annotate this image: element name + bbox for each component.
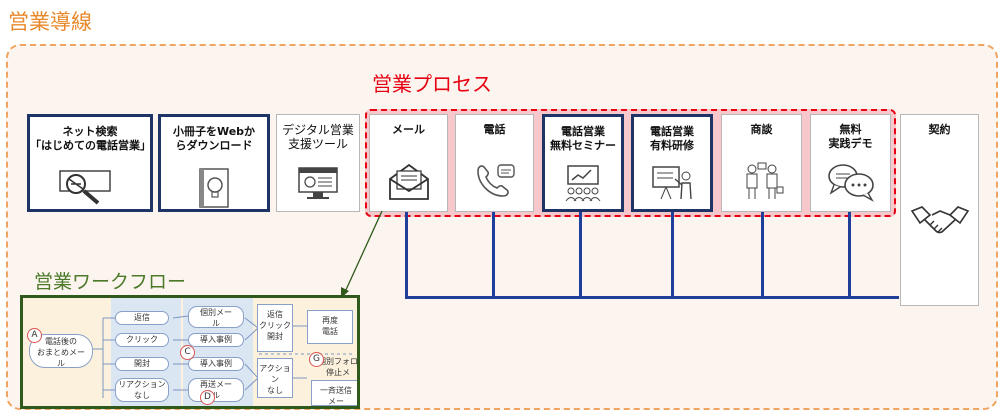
workflow-diagram: 電話後の おまとめメー ル 返信 クリック 開封 リアクション なし 個別メー …: [20, 295, 360, 409]
card-phone: 電話: [455, 114, 534, 212]
workflow-step: 返信 クリック 開封: [257, 304, 293, 352]
booklet-icon: [199, 168, 229, 208]
web-tool-icon: [298, 167, 338, 199]
workflow-mail: 個別メー ル: [188, 306, 244, 328]
page-title: 営業導線: [8, 10, 92, 34]
workflow-connectors: [93, 315, 355, 398]
card-mail: メール: [369, 114, 448, 212]
connector-vertical: [671, 212, 674, 298]
card-free-demo: 無料 実践デモ: [810, 114, 891, 212]
card-label: デジタル営業 支援ツール: [282, 123, 354, 151]
workflow-step: アクション なし: [257, 358, 293, 398]
workflow-action: 開封: [115, 357, 169, 371]
workflow-action: リアクション なし: [115, 378, 169, 402]
workflow-step: 個別フォロ 停止メ: [318, 357, 358, 377]
card-label: 電話: [483, 123, 506, 136]
card-free-seminar: 電話営業 無料セミナー: [542, 114, 624, 212]
workflow-step: 再度 電話: [307, 310, 353, 344]
card-digital-tool: デジタル営業 支援ツール: [276, 114, 360, 212]
card-net-search: ネット検索 「はじめての電話営業」: [27, 114, 153, 212]
handshake-icon: [910, 206, 969, 234]
workflow-marker: C: [180, 345, 195, 360]
card-label: 電話営業 無料セミナー: [550, 125, 616, 152]
connector-vertical: [405, 212, 408, 298]
workflow-action: クリック: [115, 333, 169, 347]
chat-icon: [827, 164, 874, 202]
workflow-marker: D: [200, 390, 215, 405]
workflow-label: 営業ワークフロー: [34, 271, 187, 293]
workflow-step: 一斉送信 メー: [311, 380, 357, 406]
card-label: メール: [392, 123, 425, 136]
card-label: 小冊子をWebか らダウンロード: [172, 125, 256, 152]
sales-process-box: [365, 109, 896, 217]
connector-vertical: [579, 212, 582, 298]
workflow-marker: A: [27, 328, 42, 343]
card-contract: 契約: [900, 114, 979, 306]
sales-process-label: 営業プロセス: [372, 72, 492, 96]
card-booklet-download: 小冊子をWebか らダウンロード: [158, 114, 270, 212]
search-icon: [59, 170, 111, 205]
workflow-mail: 再送メー ル: [188, 378, 244, 402]
mail-icon: [388, 163, 429, 200]
connector-vertical: [848, 212, 851, 298]
phone-icon: [476, 164, 515, 197]
workflow-mail: 導入事例: [188, 333, 244, 347]
card-label: 契約: [928, 123, 951, 136]
connector-horizontal: [405, 296, 899, 299]
card-label: ネット検索 「はじめての電話営業」: [30, 125, 151, 152]
card-paid-training: 電話営業 有料研修: [631, 114, 713, 212]
card-label: 無料 実践デモ: [828, 123, 873, 150]
workflow-mail: 導入事例: [188, 357, 244, 371]
seminar-icon: [565, 165, 601, 202]
workflow-action: 返信: [115, 311, 169, 325]
connector-vertical: [492, 212, 495, 298]
card-negotiation: 商談: [721, 114, 802, 212]
workflow-marker: G: [309, 352, 324, 367]
meeting-icon: [746, 162, 783, 199]
training-icon: [652, 166, 692, 200]
card-label: 商談: [750, 123, 773, 136]
connector-vertical: [761, 212, 764, 298]
card-label: 電話営業 有料研修: [650, 125, 694, 152]
